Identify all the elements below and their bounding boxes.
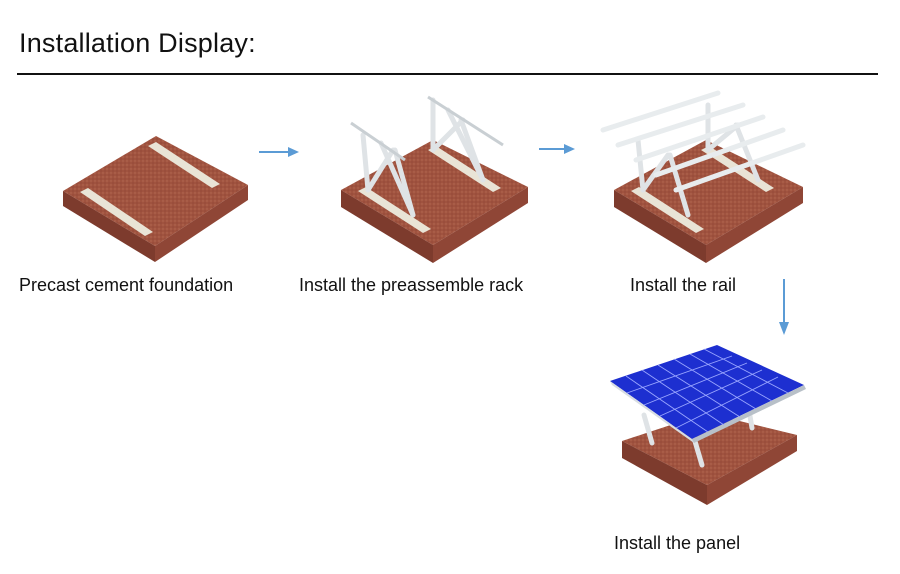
arrow-down-icon	[776, 278, 792, 341]
step-label-rack: Install the preassemble rack	[299, 275, 524, 295]
rack-frame-icon	[333, 95, 533, 267]
page-title: Installation Display:	[19, 28, 256, 58]
arrow-right-icon	[258, 145, 300, 164]
solar-panel-array-icon	[582, 343, 816, 523]
step-label-rail: Install the rail	[630, 275, 737, 295]
step-label-foundation: Precast cement foundation	[19, 275, 234, 295]
step-label-panel: Install the panel	[614, 533, 741, 553]
cement-foundation-icon	[58, 128, 253, 266]
arrow-right-icon	[538, 142, 576, 161]
rail-frame-icon	[598, 85, 810, 267]
title-divider	[17, 73, 878, 75]
